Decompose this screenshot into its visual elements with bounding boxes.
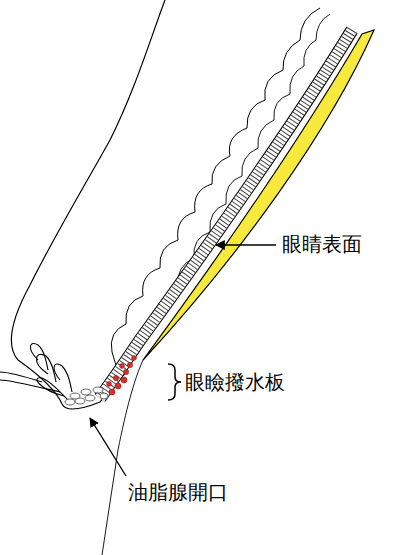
hatched-band — [100, 30, 352, 398]
lid-margin — [18, 360, 128, 409]
red-cells — [107, 356, 137, 395]
hatched-band — [100, 30, 352, 398]
structure-label: 眼睛表面 — [282, 232, 362, 256]
gland-outline — [111, 8, 320, 372]
margin-cells — [65, 387, 108, 405]
eyelashes — [0, 343, 72, 400]
structure-label: 油脂腺開口 — [128, 480, 228, 504]
leader-arrow — [216, 244, 276, 245]
eye-surface — [143, 30, 374, 360]
bracket — [168, 364, 181, 400]
leader-arrow — [90, 418, 126, 476]
surface-line — [102, 360, 143, 555]
hatched-band — [100, 30, 352, 398]
skin-outline — [11, 0, 165, 360]
structure-label: 眼瞼撥水板 — [185, 370, 285, 394]
